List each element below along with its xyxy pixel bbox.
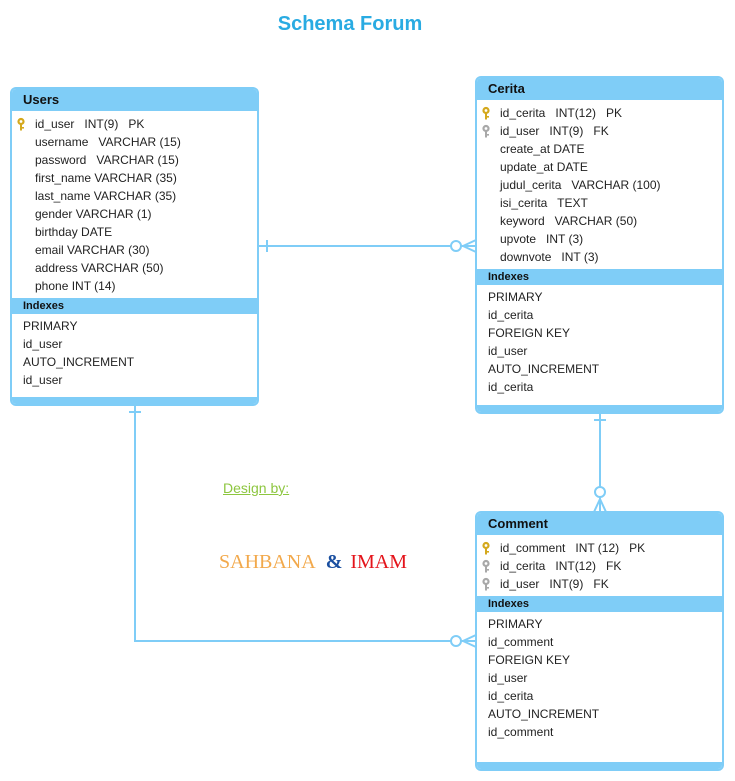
design-by-label: Design by: (223, 480, 290, 496)
table-footer-bar (12, 397, 257, 404)
foreign-key-icon (482, 559, 490, 573)
foreign-key-icon (482, 577, 490, 591)
field-text: password VARCHAR (15) (35, 153, 179, 167)
field-text: id_cerita INT(12) FK (500, 559, 622, 573)
field-text: birthday DATE (35, 225, 113, 239)
foreign-key-icon (482, 124, 490, 138)
relation-cerita-comment (593, 413, 607, 513)
comment-table[interactable]: Comment id_comment INT (12) PK id_cerita… (475, 511, 724, 771)
index-entry[interactable]: PRIMARY (23, 319, 78, 333)
author-name-a: SAHBANA (219, 551, 316, 573)
field-text: gender VARCHAR (1) (35, 207, 152, 221)
index-entry[interactable]: id_cerita (488, 689, 534, 703)
field-row[interactable]: id_comment INT (12) PK (477, 539, 722, 557)
cerita-table-title: Cerita (477, 78, 722, 100)
field-text: phone INT (14) (35, 279, 116, 293)
index-entry[interactable]: id_user (488, 671, 528, 685)
index-entry[interactable]: id_comment (488, 635, 554, 649)
field-row[interactable]: gender VARCHAR (1) (12, 205, 257, 223)
field-row[interactable]: judul_cerita VARCHAR (100) (477, 176, 722, 194)
author-name-b: IMAM (350, 551, 408, 573)
index-entry[interactable]: id_user (23, 373, 63, 387)
field-text: last_name VARCHAR (35) (35, 189, 177, 203)
field-row[interactable]: birthday DATE (12, 223, 257, 241)
users-table-title: Users (12, 89, 257, 111)
author-credits: SAHBANA&IMAM (219, 551, 407, 574)
users-index-list: PRIMARY id_user AUTO_INCREMENT id_user (12, 314, 257, 395)
index-entry[interactable]: id_cerita (488, 380, 534, 394)
field-row[interactable]: keyword VARCHAR (50) (477, 212, 722, 230)
field-row[interactable]: address VARCHAR (50) (12, 259, 257, 277)
index-entry[interactable]: id_comment (488, 725, 554, 739)
field-text: id_user INT(9) FK (500, 124, 609, 138)
ampersand: & (325, 551, 343, 573)
field-row[interactable]: id_user INT(9) PK (12, 115, 257, 133)
relation-users-comment (129, 405, 477, 648)
field-row[interactable]: first_name VARCHAR (35) (12, 169, 257, 187)
field-row[interactable]: upvote INT (3) (477, 230, 722, 248)
diagram-title: Schema Forum (277, 13, 423, 35)
field-text: email VARCHAR (30) (35, 243, 150, 257)
field-text: update_at DATE (500, 160, 588, 174)
field-text: first_name VARCHAR (35) (35, 171, 177, 185)
comment-table-title: Comment (477, 513, 722, 535)
field-row[interactable]: phone INT (14) (12, 277, 257, 295)
field-row[interactable]: downvote INT (3) (477, 248, 722, 266)
relation-users-cerita (259, 239, 477, 253)
cerita-field-list: id_cerita INT(12) PK id_user INT(9) FK c… (477, 100, 722, 269)
primary-key-icon (482, 541, 490, 555)
primary-key-icon (482, 106, 490, 120)
field-text: id_cerita INT(12) PK (500, 106, 623, 120)
field-row[interactable]: isi_cerita TEXT (477, 194, 722, 212)
field-text: id_user INT(9) PK (35, 117, 145, 131)
table-footer-bar (477, 405, 722, 412)
users-indexes-header: Indexes (12, 298, 257, 314)
users-table[interactable]: Users id_user INT(9) PK username VARCHAR… (10, 87, 259, 406)
index-entry[interactable]: FOREIGN KEY (488, 653, 571, 667)
comment-field-list: id_comment INT (12) PK id_cerita INT(12)… (477, 535, 722, 596)
field-text: id_user INT(9) FK (500, 577, 609, 591)
field-row[interactable]: email VARCHAR (30) (12, 241, 257, 259)
field-text: create_at DATE (500, 142, 585, 156)
field-text: address VARCHAR (50) (35, 261, 164, 275)
field-text: isi_cerita TEXT (500, 196, 588, 210)
field-row[interactable]: last_name VARCHAR (35) (12, 187, 257, 205)
table-footer-bar (477, 762, 722, 769)
field-text: keyword VARCHAR (50) (500, 214, 638, 228)
field-row[interactable]: id_user INT(9) FK (477, 575, 722, 593)
index-entry[interactable]: AUTO_INCREMENT (23, 355, 135, 369)
index-entry[interactable]: PRIMARY (488, 617, 543, 631)
index-entry[interactable]: FOREIGN KEY (488, 326, 571, 340)
primary-key-icon (17, 117, 25, 131)
cerita-indexes-header: Indexes (477, 269, 722, 285)
field-row[interactable]: id_cerita INT(12) FK (477, 557, 722, 575)
field-row[interactable]: username VARCHAR (15) (12, 133, 257, 151)
cerita-table[interactable]: Cerita id_cerita INT(12) PK id_user INT(… (475, 76, 724, 414)
field-row[interactable]: update_at DATE (477, 158, 722, 176)
field-text: judul_cerita VARCHAR (100) (500, 178, 661, 192)
field-text: downvote INT (3) (500, 250, 599, 264)
index-entry[interactable]: AUTO_INCREMENT (488, 707, 600, 721)
cerita-index-list: PRIMARY id_cerita FOREIGN KEY id_user AU… (477, 285, 722, 402)
comment-indexes-header: Indexes (477, 596, 722, 612)
users-field-list: id_user INT(9) PK username VARCHAR (15) … (12, 111, 257, 298)
index-entry[interactable]: PRIMARY (488, 290, 543, 304)
field-text: id_comment INT (12) PK (500, 541, 646, 555)
field-row[interactable]: id_cerita INT(12) PK (477, 104, 722, 122)
field-text: username VARCHAR (15) (35, 135, 181, 149)
index-entry[interactable]: AUTO_INCREMENT (488, 362, 600, 376)
field-row[interactable]: id_user INT(9) FK (477, 122, 722, 140)
field-text: upvote INT (3) (500, 232, 584, 246)
field-row[interactable]: create_at DATE (477, 140, 722, 158)
comment-index-list: PRIMARY id_comment FOREIGN KEY id_user i… (477, 612, 722, 747)
field-row[interactable]: password VARCHAR (15) (12, 151, 257, 169)
index-entry[interactable]: id_user (23, 337, 63, 351)
index-entry[interactable]: id_cerita (488, 308, 534, 322)
index-entry[interactable]: id_user (488, 344, 528, 358)
